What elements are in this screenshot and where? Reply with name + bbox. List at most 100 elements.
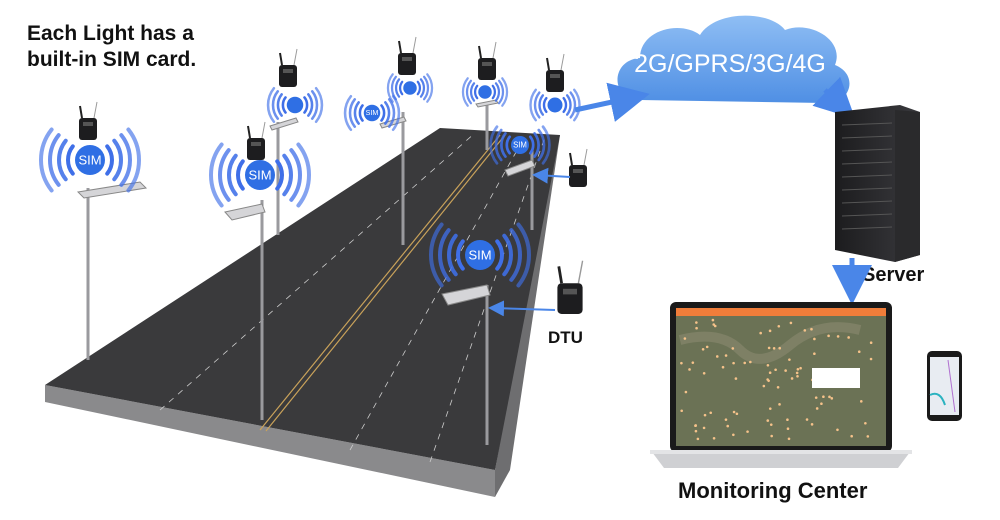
map-light-marker (731, 347, 735, 350)
map-light-marker (869, 341, 873, 344)
map-light-marker (866, 435, 870, 438)
map-light-marker (688, 368, 691, 371)
map-light-marker (711, 318, 715, 322)
map-light-marker (746, 430, 749, 433)
server-slot (841, 174, 893, 178)
map-light-marker (789, 321, 793, 325)
server-slot (841, 148, 893, 152)
map-light-marker (766, 363, 770, 367)
map-light-marker (796, 367, 800, 371)
map-light-marker (724, 354, 728, 357)
dtu-label: DTU (548, 328, 583, 347)
sim-badge (465, 240, 495, 270)
monitoring-label: Monitoring Center (678, 478, 868, 503)
map-light-marker (694, 424, 697, 428)
sim-badge (511, 136, 529, 154)
map-light-marker (778, 346, 782, 350)
map-light-marker (767, 346, 771, 350)
sim-signal-icon: SIM (489, 125, 551, 165)
map-light-marker (830, 397, 834, 400)
map-light-marker (684, 390, 688, 394)
map-light-marker (766, 419, 770, 422)
sim-badge (547, 97, 563, 113)
map-light-marker (810, 423, 814, 426)
map-light-marker (732, 361, 735, 365)
map-light-marker (743, 361, 747, 365)
map-light-marker (772, 347, 776, 350)
map-light-marker (726, 424, 730, 428)
dtu-device-icon (78, 101, 98, 141)
network-cloud: 2G/GPRS/3G/4G (617, 15, 850, 104)
sim-badge (286, 96, 304, 114)
dtu-device-icon (246, 121, 266, 161)
map-light-marker (777, 324, 781, 328)
server-slot (841, 161, 893, 165)
map-light-marker (847, 336, 850, 339)
map-light-marker (768, 371, 772, 375)
map-light-marker (701, 347, 705, 351)
map-light-marker (683, 337, 687, 340)
map-light-marker (695, 321, 698, 324)
sim-label: SIM (513, 141, 527, 150)
map-light-marker (776, 385, 780, 389)
sim-signal-icon (386, 73, 434, 103)
light-poles (86, 102, 534, 445)
smartphone-icon (927, 351, 962, 421)
map-light-marker (702, 426, 706, 430)
server-icon (835, 105, 920, 262)
map-light-marker (788, 358, 791, 361)
map-light-marker (721, 365, 725, 369)
sim-signals: SIM SIM SIM SIM SIM (39, 73, 581, 288)
sim-signal-icon: SIM (209, 142, 311, 208)
map-light-marker (822, 395, 825, 399)
map-light-marker (869, 357, 873, 361)
map-light-marker (695, 326, 698, 330)
map-light-marker (705, 345, 709, 349)
road (45, 128, 560, 497)
dtu-device-icon (397, 36, 417, 76)
map-light-marker (820, 402, 823, 406)
map-light-marker (790, 377, 794, 380)
map-light-marker (805, 418, 809, 421)
map-light-marker (724, 418, 728, 421)
dtu-device-icon (568, 148, 588, 188)
sim-signal-icon: SIM (39, 127, 141, 193)
laptop-icon (650, 302, 912, 468)
sim-badge (245, 160, 275, 190)
sim-signal-icon: SIM (343, 94, 401, 132)
map-light-marker (799, 366, 802, 370)
map-light-marker (864, 421, 867, 425)
map-light-marker (795, 371, 799, 375)
map-light-marker (694, 429, 698, 433)
map-light-marker (828, 395, 831, 399)
map-light-marker (702, 372, 706, 375)
map-light-marker (735, 412, 739, 416)
map-light-marker (703, 413, 707, 417)
map-light-marker (709, 411, 713, 415)
map-light-marker (850, 434, 853, 438)
map-light-marker (813, 352, 816, 355)
map-light-marker (787, 437, 791, 441)
map-light-marker (732, 410, 736, 414)
map-light-marker (814, 396, 818, 399)
sim-label: SIM (468, 248, 491, 263)
map-light-marker (786, 427, 790, 431)
dtu-device-icon (545, 53, 565, 93)
map-light-marker (768, 407, 772, 410)
map-light-marker (759, 331, 762, 335)
caption-line-2: built-in SIM card. (27, 48, 196, 71)
server-slot (841, 122, 893, 126)
map-light-marker (715, 355, 719, 358)
sim-badge (75, 145, 105, 175)
map-light-marker (815, 407, 819, 410)
map-light-marker (774, 368, 777, 372)
map-light-marker (680, 361, 683, 365)
map-light-marker (796, 374, 799, 378)
server-slot (841, 213, 893, 217)
map-light-marker (786, 418, 789, 421)
map-light-marker (766, 378, 769, 381)
map-light-marker (768, 329, 772, 333)
sim-signal-icon (266, 86, 324, 124)
map-light-marker (770, 434, 773, 438)
map-light-marker (813, 337, 816, 341)
